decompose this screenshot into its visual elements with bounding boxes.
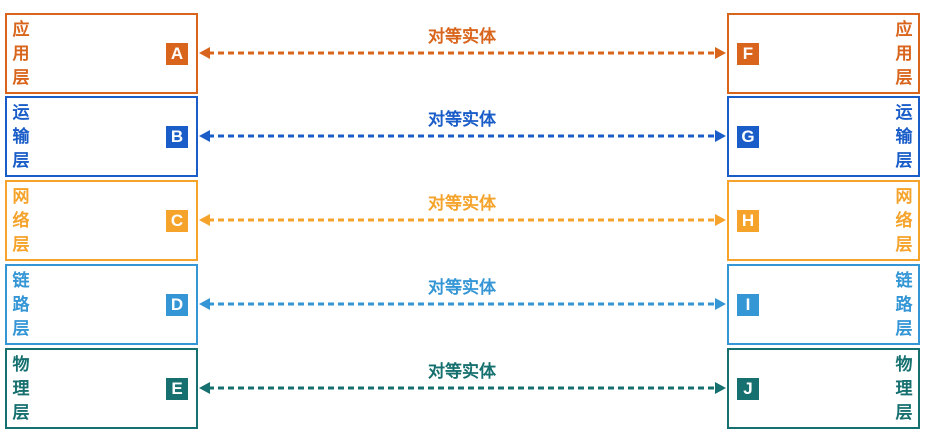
layer-name-char: 网 <box>12 187 30 207</box>
right-layer-box-3: 链路层 I <box>727 264 920 345</box>
layer-name-char: 用 <box>895 44 913 64</box>
layer-name-char: 应 <box>895 20 913 40</box>
entity-badge: F <box>737 43 759 65</box>
layer-name-char: 物 <box>895 355 913 375</box>
arrowhead-right-icon <box>715 130 726 142</box>
peer-entity-label: 对等实体 <box>428 27 496 47</box>
layer-name-char: 层 <box>12 151 30 171</box>
right-layer-name: 链路层 <box>894 269 914 341</box>
right-layer-name: 应用层 <box>894 18 914 90</box>
layer-name-char: 应 <box>12 20 30 40</box>
entity-badge: B <box>166 126 188 148</box>
layer-name-char: 层 <box>895 403 913 423</box>
layer-name-char: 层 <box>12 235 30 255</box>
layer-name-char: 理 <box>895 379 913 399</box>
layer-name-char: 理 <box>12 379 30 399</box>
peer-entity-label: 对等实体 <box>428 110 496 130</box>
left-layer-name: 物理层 <box>11 353 31 425</box>
layer-name-char: 路 <box>12 295 30 315</box>
layer-name-char: 输 <box>12 127 30 147</box>
left-layer-box-0: 应用层 A <box>5 13 198 94</box>
arrowhead-left-icon <box>199 298 210 310</box>
right-layer-name: 运输层 <box>894 101 914 173</box>
right-layer-name: 网络层 <box>894 185 914 257</box>
layer-name-char: 层 <box>12 403 30 423</box>
layer-name-char: 络 <box>895 211 913 231</box>
right-layer-box-0: 应用层 F <box>727 13 920 94</box>
left-layer-box-3: 链路层 D <box>5 264 198 345</box>
layer-name-char: 层 <box>895 68 913 88</box>
right-layer-name: 物理层 <box>894 353 914 425</box>
arrowhead-right-icon <box>715 298 726 310</box>
entity-badge: A <box>166 43 188 65</box>
layer-name-char: 层 <box>895 235 913 255</box>
arrowhead-left-icon <box>199 47 210 59</box>
layer-name-char: 运 <box>895 103 913 123</box>
arrowhead-left-icon <box>199 382 210 394</box>
right-layer-box-1: 运输层 G <box>727 96 920 177</box>
arrowhead-left-icon <box>199 130 210 142</box>
entity-badge: C <box>166 210 188 232</box>
left-layer-name: 网络层 <box>11 185 31 257</box>
layer-name-char: 路 <box>895 295 913 315</box>
arrowhead-right-icon <box>715 47 726 59</box>
layer-name-char: 输 <box>895 127 913 147</box>
layer-name-char: 络 <box>12 211 30 231</box>
entity-badge: I <box>737 294 759 316</box>
peer-entity-label: 对等实体 <box>428 194 496 214</box>
layer-name-char: 层 <box>12 68 30 88</box>
arrowhead-left-icon <box>199 214 210 226</box>
layer-name-char: 运 <box>12 103 30 123</box>
entity-badge: G <box>737 126 759 148</box>
right-layer-box-4: 物理层 J <box>727 348 920 429</box>
layer-name-char: 链 <box>12 271 30 291</box>
left-layer-name: 链路层 <box>11 269 31 341</box>
entity-badge: J <box>737 378 759 400</box>
layer-name-char: 网 <box>895 187 913 207</box>
entity-badge: E <box>166 378 188 400</box>
left-layer-name: 应用层 <box>11 18 31 90</box>
entity-badge: D <box>166 294 188 316</box>
right-layer-box-2: 网络层 H <box>727 180 920 261</box>
layer-name-char: 层 <box>12 319 30 339</box>
peer-entity-label: 对等实体 <box>428 278 496 298</box>
layer-name-char: 层 <box>895 319 913 339</box>
layer-name-char: 用 <box>12 44 30 64</box>
layer-name-char: 层 <box>895 151 913 171</box>
entity-badge: H <box>737 210 759 232</box>
peer-entity-label: 对等实体 <box>428 362 496 382</box>
layer-name-char: 物 <box>12 355 30 375</box>
left-layer-name: 运输层 <box>11 101 31 173</box>
arrowhead-right-icon <box>715 382 726 394</box>
arrowhead-right-icon <box>715 214 726 226</box>
left-layer-box-4: 物理层 E <box>5 348 198 429</box>
left-layer-box-1: 运输层 B <box>5 96 198 177</box>
left-layer-box-2: 网络层 C <box>5 180 198 261</box>
layer-name-char: 链 <box>895 271 913 291</box>
